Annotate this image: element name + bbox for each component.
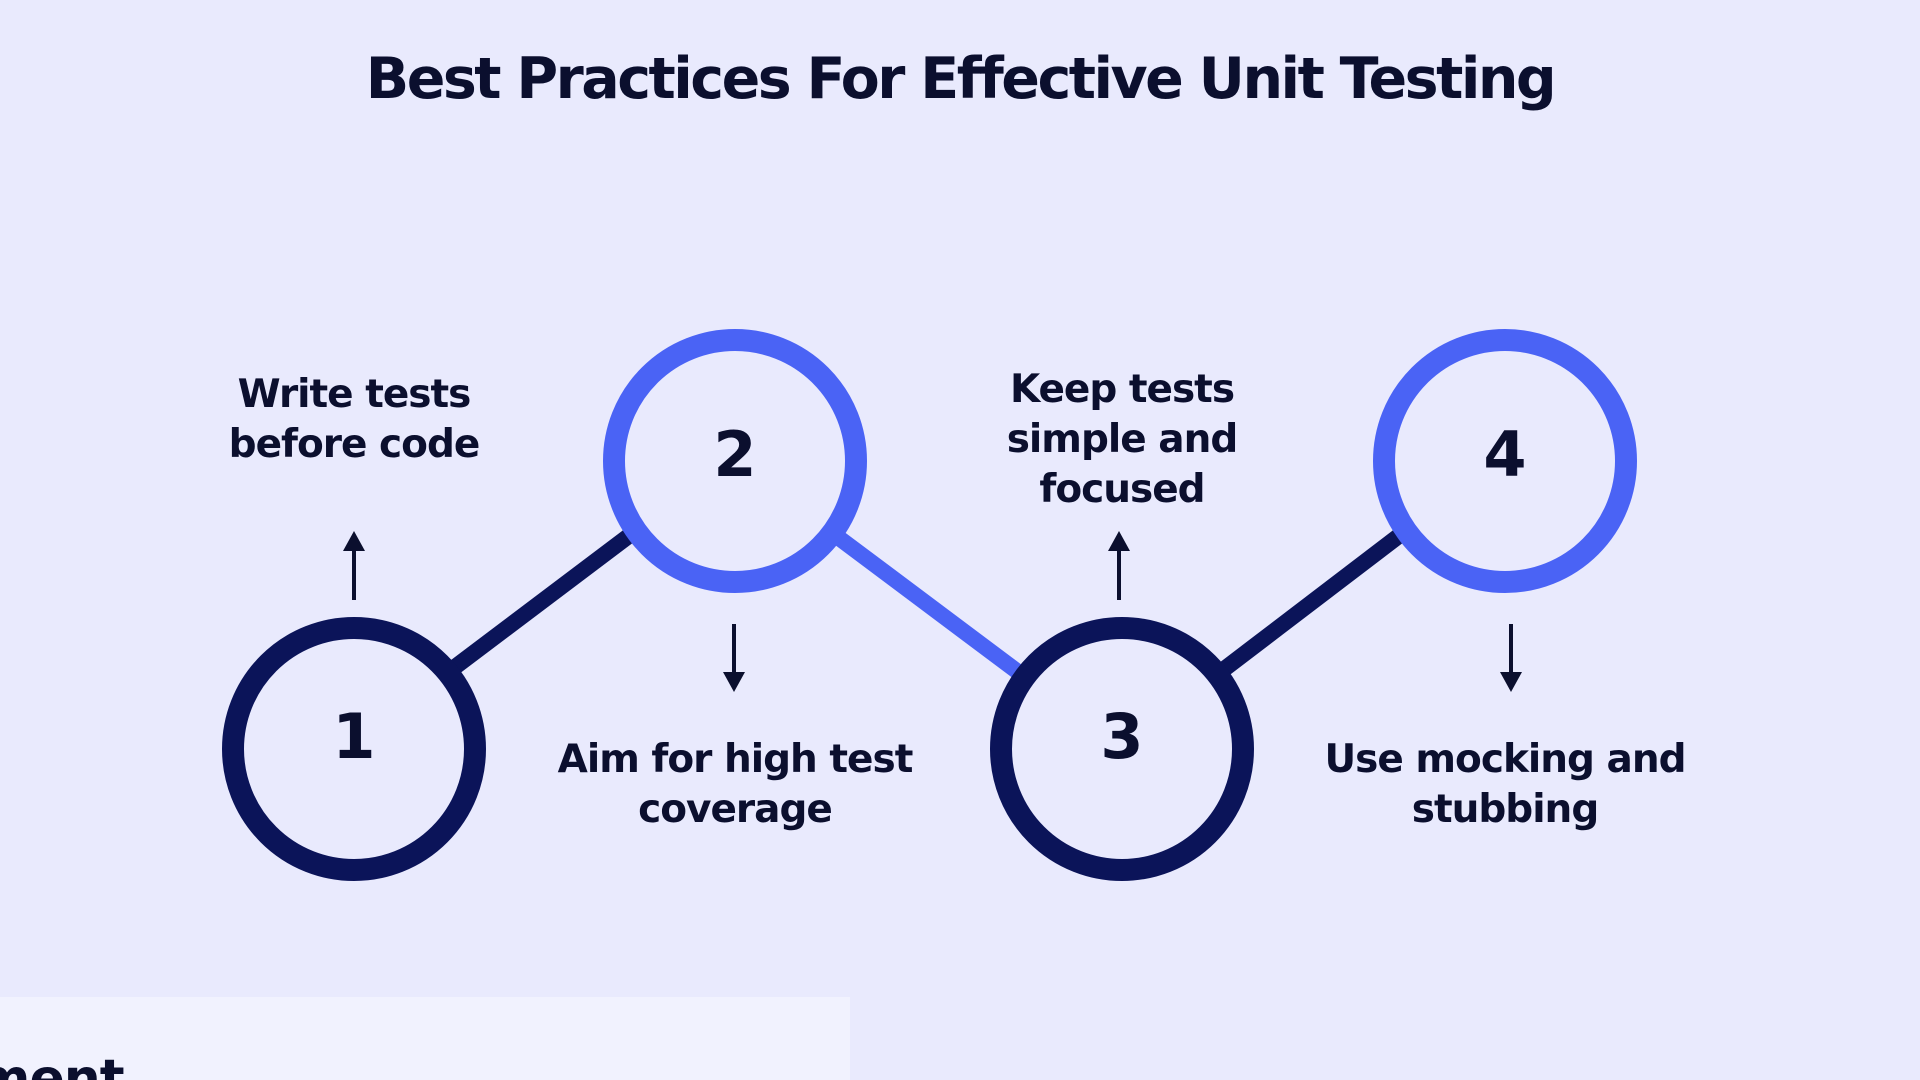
step-1-label: Write tests before code (228, 372, 481, 467)
step-3-number: 3 (1100, 700, 1144, 773)
connector-1-2 (450, 528, 635, 674)
page-title: Best Practices For Effective Unit Testin… (365, 46, 1557, 112)
bottom-panel-heading: ement (0, 1049, 125, 1080)
step-2-label: Aim for high test coverage (557, 737, 914, 832)
step-2-circle (603, 329, 867, 593)
step-3-circle (990, 617, 1254, 881)
step-1-number: 1 (332, 700, 376, 773)
bottom-panel: ement (0, 997, 850, 1080)
connector-2-3 (830, 528, 1023, 679)
step-2-number: 2 (713, 418, 757, 491)
step-3-label: Keep tests simple and focused (1006, 367, 1239, 512)
connector-3-4 (1218, 528, 1405, 677)
step-4-arrow-down-icon (1500, 624, 1522, 692)
step-3-arrow-up-icon (1108, 531, 1130, 600)
step-1-arrow-up-icon (343, 531, 365, 600)
step-4-circle (1373, 329, 1637, 593)
step-4-label: Use mocking and stubbing (1324, 737, 1686, 832)
step-2-arrow-down-icon (723, 624, 745, 692)
step-4-number: 4 (1483, 418, 1527, 491)
step-1-circle (222, 617, 486, 881)
